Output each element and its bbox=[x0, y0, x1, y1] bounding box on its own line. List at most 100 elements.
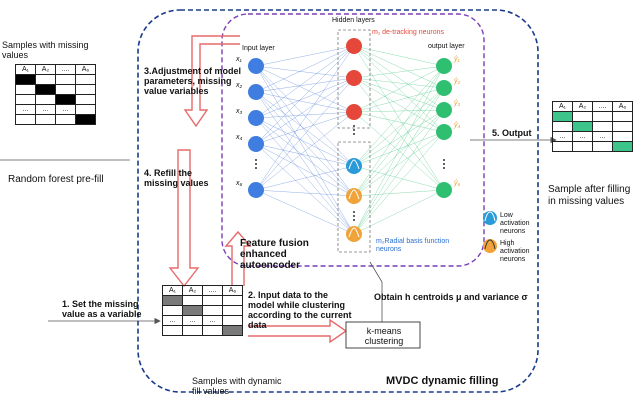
matrix-header-cell: A₁ bbox=[552, 101, 573, 112]
kmeans-box bbox=[345, 321, 421, 349]
rbf-neuron bbox=[346, 226, 362, 242]
step3-label: 3.Adjustment of model parameters, missin… bbox=[144, 66, 242, 96]
output-node bbox=[436, 58, 452, 74]
network-edge bbox=[255, 143, 355, 235]
matrix-header-cell: .... bbox=[202, 285, 223, 296]
ellipsis-dot bbox=[353, 125, 355, 127]
matrix-header-cell: A₁ bbox=[15, 64, 36, 75]
network-edge bbox=[353, 77, 445, 191]
detracking-neuron bbox=[346, 104, 362, 120]
network-edge bbox=[255, 65, 355, 235]
ellipsis-dot bbox=[255, 159, 257, 161]
network-edge bbox=[255, 77, 355, 93]
ellipsis-dot bbox=[353, 219, 355, 221]
ellipsis-dot bbox=[443, 159, 445, 161]
step5-label: 5. Output bbox=[492, 128, 532, 138]
ellipsis-dot bbox=[443, 163, 445, 165]
network-edge bbox=[353, 109, 445, 197]
input-node-label: x₆ bbox=[236, 180, 243, 187]
matrix-filler-cell: ... bbox=[162, 315, 183, 326]
matrix-header-cell: A₂ bbox=[182, 285, 203, 296]
input-panel-title: Samples with missing values bbox=[2, 40, 89, 60]
network-edge bbox=[353, 109, 445, 235]
network-edge bbox=[353, 45, 445, 89]
network-edge bbox=[353, 109, 445, 167]
output-node bbox=[436, 182, 452, 198]
input-node-label: x₄ bbox=[236, 134, 243, 141]
m1-label: m₁ de-tracking neurons bbox=[372, 29, 445, 36]
network-edge bbox=[255, 117, 355, 197]
output-node bbox=[436, 80, 452, 96]
ellipsis-dot bbox=[443, 167, 445, 169]
legend-high-icon bbox=[483, 239, 497, 253]
kmeans-label: k-means clustering bbox=[364, 326, 404, 346]
matrix-filler-cell: ... bbox=[552, 131, 573, 142]
autoencoder-name: Feature fusion enhanced autoencoder bbox=[240, 238, 309, 271]
step1-label: 1. Set the missing value as a variable bbox=[62, 299, 142, 319]
connector-lines bbox=[0, 136, 557, 325]
ellipsis-dot bbox=[255, 167, 257, 169]
m2-neuron-box bbox=[337, 141, 371, 253]
rbf-neuron bbox=[346, 188, 362, 204]
network-edge bbox=[353, 65, 445, 235]
matrix-header-cell: .... bbox=[55, 64, 76, 75]
ellipsis-dot bbox=[353, 129, 355, 131]
network-edge bbox=[353, 165, 445, 191]
input-node-label: x₁ bbox=[236, 56, 242, 63]
network-edge bbox=[353, 111, 445, 133]
network-edge bbox=[255, 77, 355, 191]
arrow-step3 bbox=[183, 35, 240, 128]
input-node bbox=[248, 58, 264, 74]
arrow-step2 bbox=[224, 230, 252, 286]
output-node-label: ŷ₆ bbox=[454, 180, 461, 187]
matrix-filler-cell: ... bbox=[592, 131, 613, 142]
network-edge bbox=[353, 45, 445, 67]
network-nodes bbox=[248, 38, 452, 242]
network-edge bbox=[353, 87, 445, 167]
network-edge bbox=[353, 87, 445, 197]
matrix-filler-cell: ... bbox=[572, 131, 593, 142]
m1-neuron-box bbox=[337, 29, 371, 129]
detracking-neuron bbox=[346, 38, 362, 54]
network-edge bbox=[255, 189, 355, 235]
matrix-header-cell: A₆ bbox=[75, 64, 96, 75]
random-forest-label: Random forest pre-fill bbox=[8, 174, 104, 185]
network-edge bbox=[255, 117, 355, 235]
output-layer-title: output layer bbox=[428, 43, 465, 50]
network-edge bbox=[353, 189, 445, 197]
matrix-header-cell: A₆ bbox=[222, 285, 243, 296]
matrix-filler-cell: ... bbox=[15, 104, 36, 115]
matrix-header-cell: .... bbox=[592, 101, 613, 112]
output-node-label: ŷ₃ bbox=[454, 100, 461, 107]
input-node bbox=[248, 136, 264, 152]
hidden-layers-title: Hidden layers bbox=[332, 17, 375, 24]
legend-high-label: High activation neurons bbox=[500, 240, 530, 263]
step4-label: 4. Refill the missing values bbox=[144, 168, 209, 188]
network-edge bbox=[255, 65, 355, 113]
input-node bbox=[248, 84, 264, 100]
output-node bbox=[436, 124, 452, 140]
ellipsis-dot bbox=[353, 215, 355, 217]
network-edge bbox=[353, 65, 445, 167]
output-node-label: ŷ₂ bbox=[454, 78, 461, 85]
network-edge bbox=[353, 87, 445, 235]
network-edge bbox=[353, 65, 445, 113]
network-edge bbox=[353, 45, 445, 111]
input-layer-title: Input layer bbox=[242, 45, 275, 52]
network-edge bbox=[255, 91, 355, 197]
network-edge bbox=[255, 189, 355, 197]
network-edge bbox=[255, 165, 355, 191]
mvdc-title: MVDC dynamic filling bbox=[386, 375, 499, 387]
network-edge bbox=[353, 77, 445, 133]
input-node bbox=[248, 110, 264, 126]
network-edge bbox=[255, 77, 355, 119]
network-edge bbox=[255, 91, 355, 235]
m2-label: m₂Radial basis function neurons bbox=[376, 238, 450, 253]
matrix-filler-cell: ... bbox=[182, 315, 203, 326]
network-edge bbox=[255, 111, 355, 119]
network-edge bbox=[353, 111, 445, 191]
step2-label: 2. Input data to the model while cluster… bbox=[248, 290, 352, 330]
